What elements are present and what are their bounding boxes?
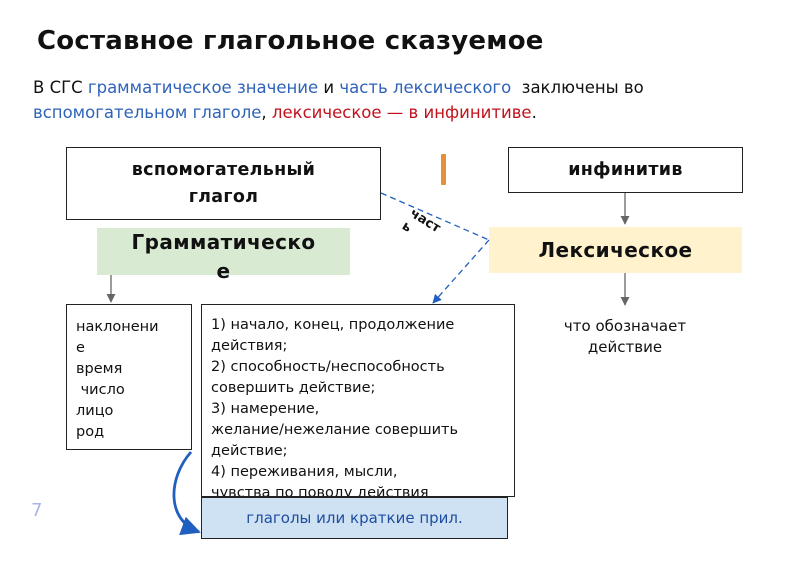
meaning-line: 3) намерение, <box>211 401 320 417</box>
meaning-line: 1) начало, конец, продолжение <box>211 317 455 333</box>
category-item: время <box>76 361 123 377</box>
lead-lexical-infinitive: лексическое — в инфинитиве <box>271 103 532 122</box>
meaning-line: 4) переживания, мысли, <box>211 464 398 480</box>
orange-marker <box>441 154 446 185</box>
grammatical-categories-box: наклонени е время число лицо род <box>66 304 192 450</box>
lexical-meaning-label: Лексическое <box>489 227 742 273</box>
page-number: 7 <box>31 500 43 521</box>
meaning-line: действие; <box>211 443 288 459</box>
lead-paragraph: В СГС грамматическое значение и часть ле… <box>33 75 753 125</box>
page-title: Составное глагольное сказуемое <box>37 26 544 56</box>
lead-text-1: В СГС <box>33 78 88 97</box>
category-item: лицо <box>76 403 114 419</box>
lead-text-5: . <box>531 103 537 122</box>
lead-text-2: и <box>318 78 340 97</box>
meaning-line: желание/нежелание совершить <box>211 422 459 438</box>
lead-text-4: , <box>261 103 272 122</box>
infinitive-label: инфинитив <box>568 160 683 180</box>
category-item: число <box>76 382 125 398</box>
verbs-note-box: глаголы или краткие прил. <box>201 497 508 539</box>
category-item: е <box>76 340 85 356</box>
lexical-meaning-text: Лексическое <box>538 238 693 262</box>
meaning-line: действия; <box>211 338 288 354</box>
meaning-line: совершить действие; <box>211 380 376 396</box>
auxiliary-verb-box: вспомогательный глагол <box>66 147 381 220</box>
lead-text-3: заключены во <box>511 78 649 97</box>
verbs-note-text: глаголы или краткие прил. <box>246 509 463 527</box>
meaning-line: чувства по поводу действия <box>211 485 429 497</box>
lexical-meaning-description: что обозначает действие <box>563 317 687 356</box>
category-item: наклонени <box>76 319 159 335</box>
auxiliary-verb-label: вспомогательный глагол <box>131 159 316 207</box>
meaning-line: 2) способность/неспособность <box>211 359 445 375</box>
dashed-arrow-lexical-to-meanings <box>432 239 490 304</box>
lead-part-lexical: часть лексического <box>339 78 512 97</box>
lead-grammatical-meaning: грамматическое значение <box>87 78 319 97</box>
curved-arrow-categories-to-note <box>172 451 201 536</box>
grammatical-meaning-label: Грамматическо е <box>97 228 350 283</box>
lead-auxiliary-verb: вспомогательном глаголе <box>33 103 262 122</box>
part-connector-label: част ь <box>399 206 443 237</box>
auxiliary-meanings-box: 1) начало, конец, продолжение действия; … <box>201 304 515 497</box>
infinitive-box: инфинитив <box>508 147 743 193</box>
category-item: род <box>76 424 105 440</box>
